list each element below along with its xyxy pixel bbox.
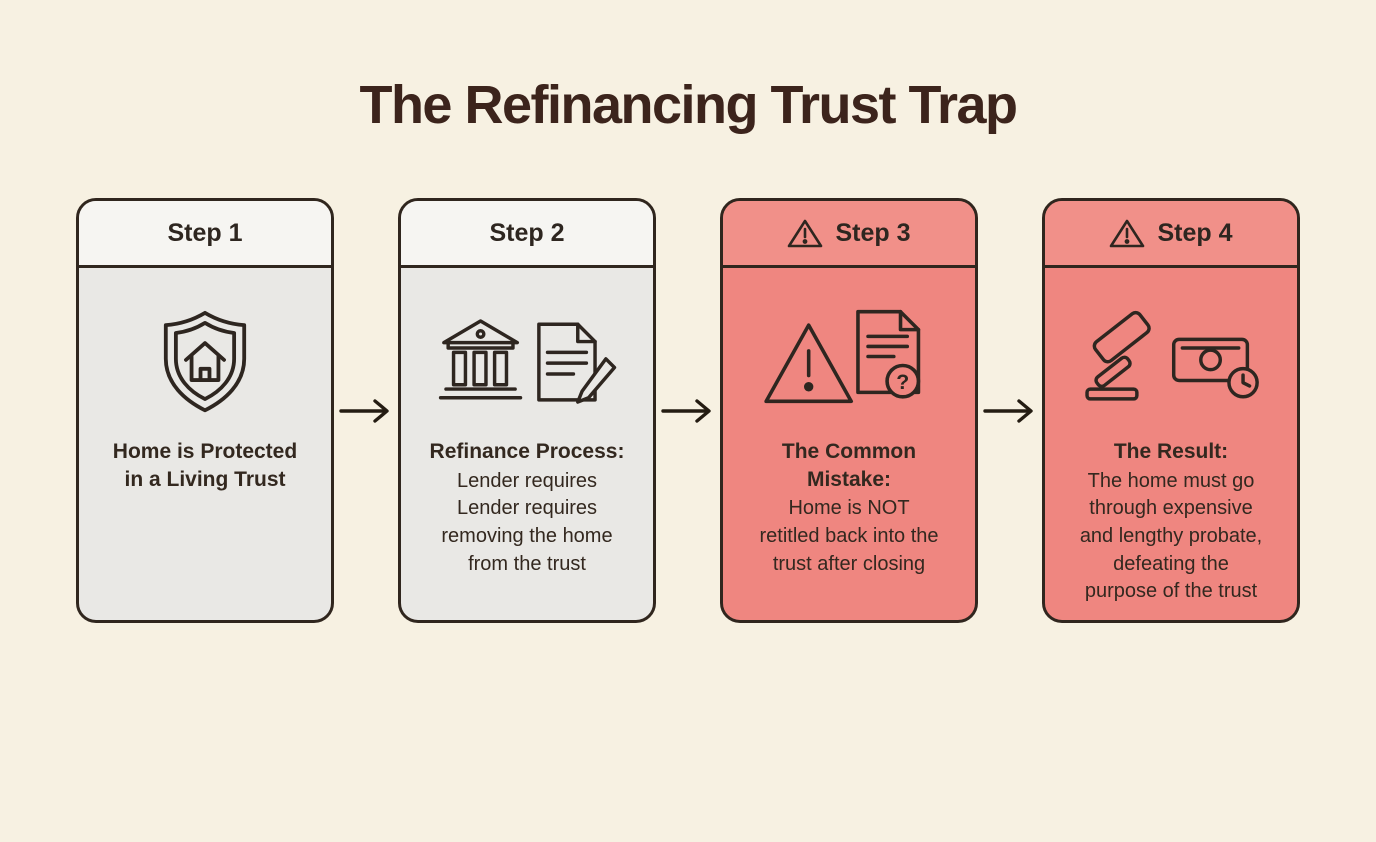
step-label: Step 1: [167, 218, 243, 247]
warning-document-icon: ?: [723, 292, 975, 430]
arrow-icon: [339, 398, 393, 424]
shield-home-icon: [79, 292, 331, 430]
step-body: The home must go through expensive and l…: [1079, 469, 1263, 603]
step-text: Home is Protected in a Living Trust: [79, 430, 331, 493]
bank-and-document-icon: [401, 292, 653, 430]
step-header: Step 1: [79, 201, 331, 268]
step-label: Step 3: [835, 218, 911, 247]
step-heading: The Result:: [1113, 440, 1229, 463]
arrow-icon: [661, 398, 715, 424]
page-title: The Refinancing Trust Trap: [359, 75, 1018, 135]
warning-icon: [1109, 218, 1145, 249]
step-heading: Refinance Process:: [429, 440, 625, 463]
step-card-4: Step 4: [1042, 198, 1300, 623]
gavel-money-icon: [1045, 292, 1297, 430]
warning-icon: [787, 218, 823, 249]
step-heading: Home is Protected in a Living Trust: [112, 440, 298, 491]
arrow-icon: [983, 398, 1037, 424]
step-label: Step 4: [1157, 218, 1233, 247]
step-card-1: Step 1 Home is Protected in a Living Tru…: [76, 198, 334, 623]
step-header: Step 4: [1045, 201, 1297, 268]
flow-diagram: Step 1 Home is Protected in a Living Tru…: [0, 198, 1376, 623]
step-label: Step 2: [489, 218, 565, 247]
step-header: Step 2: [401, 201, 653, 268]
step-text: Refinance Process: Lender requires Lende…: [401, 430, 653, 578]
step-text: The Result: The home must go through exp…: [1045, 430, 1297, 606]
step-body: Home is NOT retitled back into the trust…: [759, 497, 939, 575]
step-body: Lender requires Lender requires removing…: [441, 469, 613, 575]
step-text: The Common Mistake: Home is NOT retitled…: [723, 430, 975, 578]
step-card-2: Step 2: [398, 198, 656, 623]
step-card-3: Step 3 ? The Common Mistake: Home is N: [720, 198, 978, 623]
step-header: Step 3: [723, 201, 975, 268]
step-heading: The Common Mistake:: [781, 440, 917, 491]
svg-text:?: ?: [896, 370, 909, 394]
